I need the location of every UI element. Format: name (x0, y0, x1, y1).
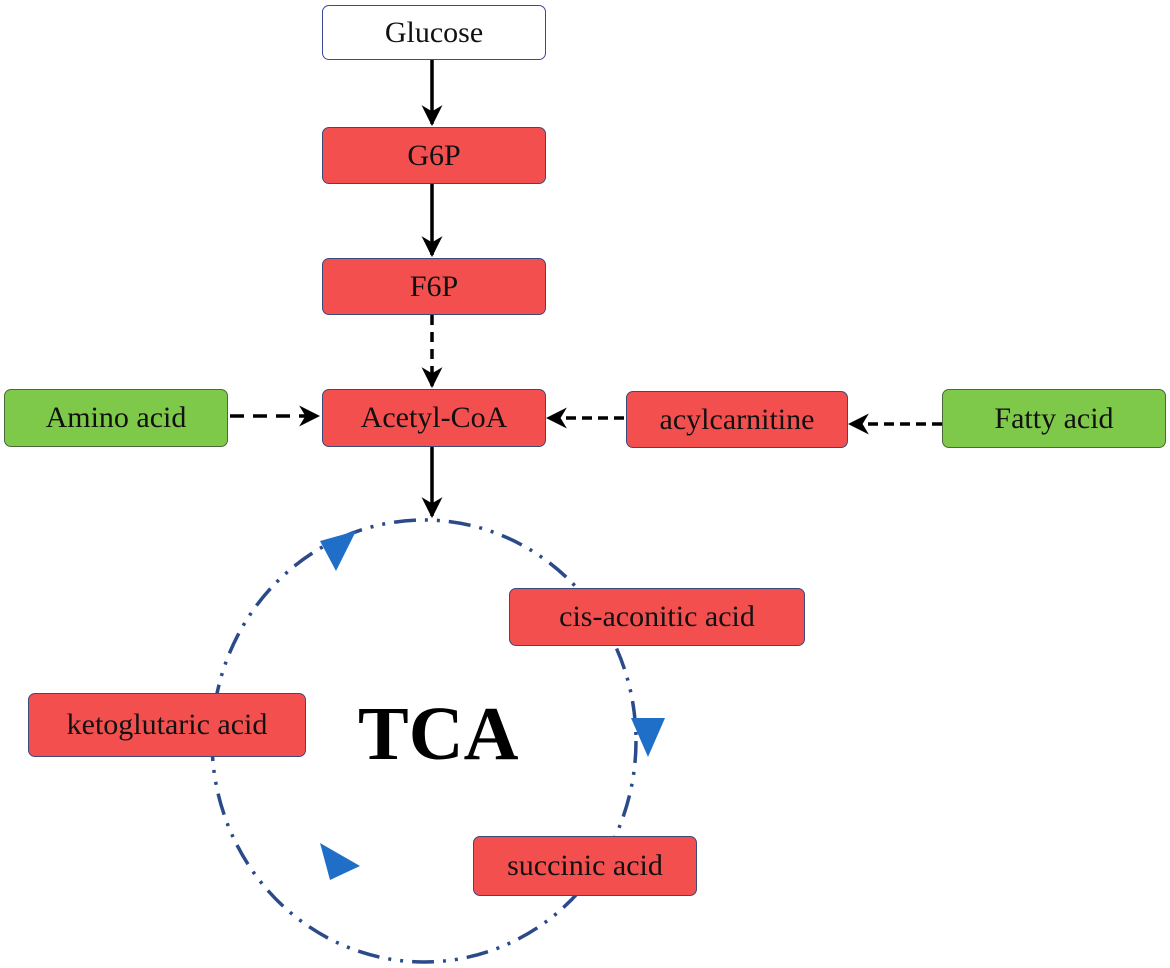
tca-label: TCA (358, 692, 519, 776)
node-g6p: G6P (322, 127, 546, 184)
node-amino-acid: Amino acid (4, 389, 228, 447)
node-f6p: F6P (322, 258, 546, 315)
node-glucose: Glucose (322, 5, 546, 60)
node-succinic-acid: succinic acid (473, 836, 697, 896)
node-fatty-acid: Fatty acid (942, 389, 1166, 448)
node-acetyl-coa: Acetyl-CoA (322, 389, 546, 447)
cycle-arrowhead-top-left (320, 531, 356, 571)
node-cis-aconitic-acid: cis-aconitic acid (509, 588, 805, 646)
cycle-arrowhead-right (631, 718, 665, 757)
node-acylcarnitine: acylcarnitine (626, 391, 848, 448)
node-ketoglutaric-acid: ketoglutaric acid (28, 693, 306, 757)
cycle-arrowhead-bottom-left (320, 843, 360, 880)
